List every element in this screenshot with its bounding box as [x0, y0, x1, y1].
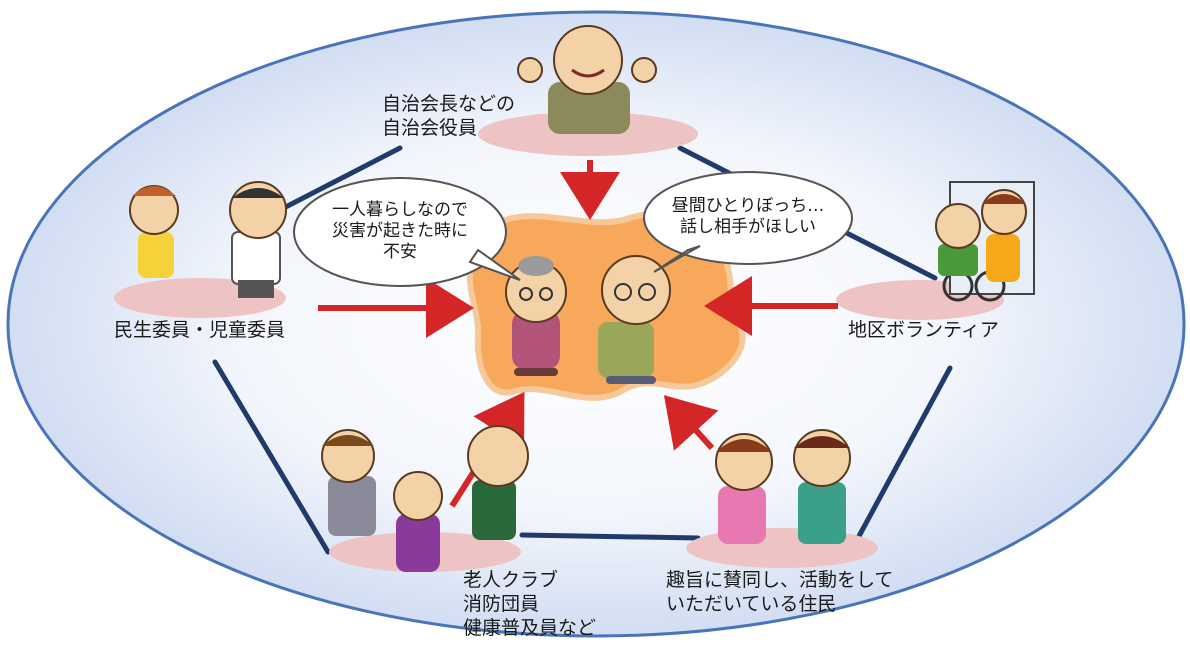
elderly-man-figure	[598, 255, 671, 384]
community-leader-figure	[517, 25, 657, 134]
label-supporting-residents: 趣旨に賛同し、活動をして いただいている住民	[666, 569, 894, 615]
label-district-volunteers: 地区ボランティア	[848, 319, 999, 341]
bubble-text-lonely: 昼間ひとりぼっち… 話し相手がほしい	[671, 196, 825, 237]
arrows	[318, 160, 838, 508]
label-community-officers: 自治会長などの 自治会役員	[382, 93, 516, 139]
speech-bubble-left	[293, 177, 521, 287]
welfare-commissioner-figures	[129, 181, 287, 298]
speech-bubble-right	[643, 171, 853, 273]
volunteer-figures	[935, 181, 1035, 302]
senior-club-figures	[321, 425, 529, 572]
label-senior-club: 老人クラブ 消防団員 健康普及員など	[463, 569, 597, 639]
elderly-woman-figure	[505, 256, 567, 376]
bubble-text-living-alone: 一人暮らしなので 災害が起きた時に 不安	[332, 200, 468, 262]
resident-figures	[715, 429, 851, 544]
label-welfare-commissioners: 民生委員・児童委員	[114, 319, 286, 341]
